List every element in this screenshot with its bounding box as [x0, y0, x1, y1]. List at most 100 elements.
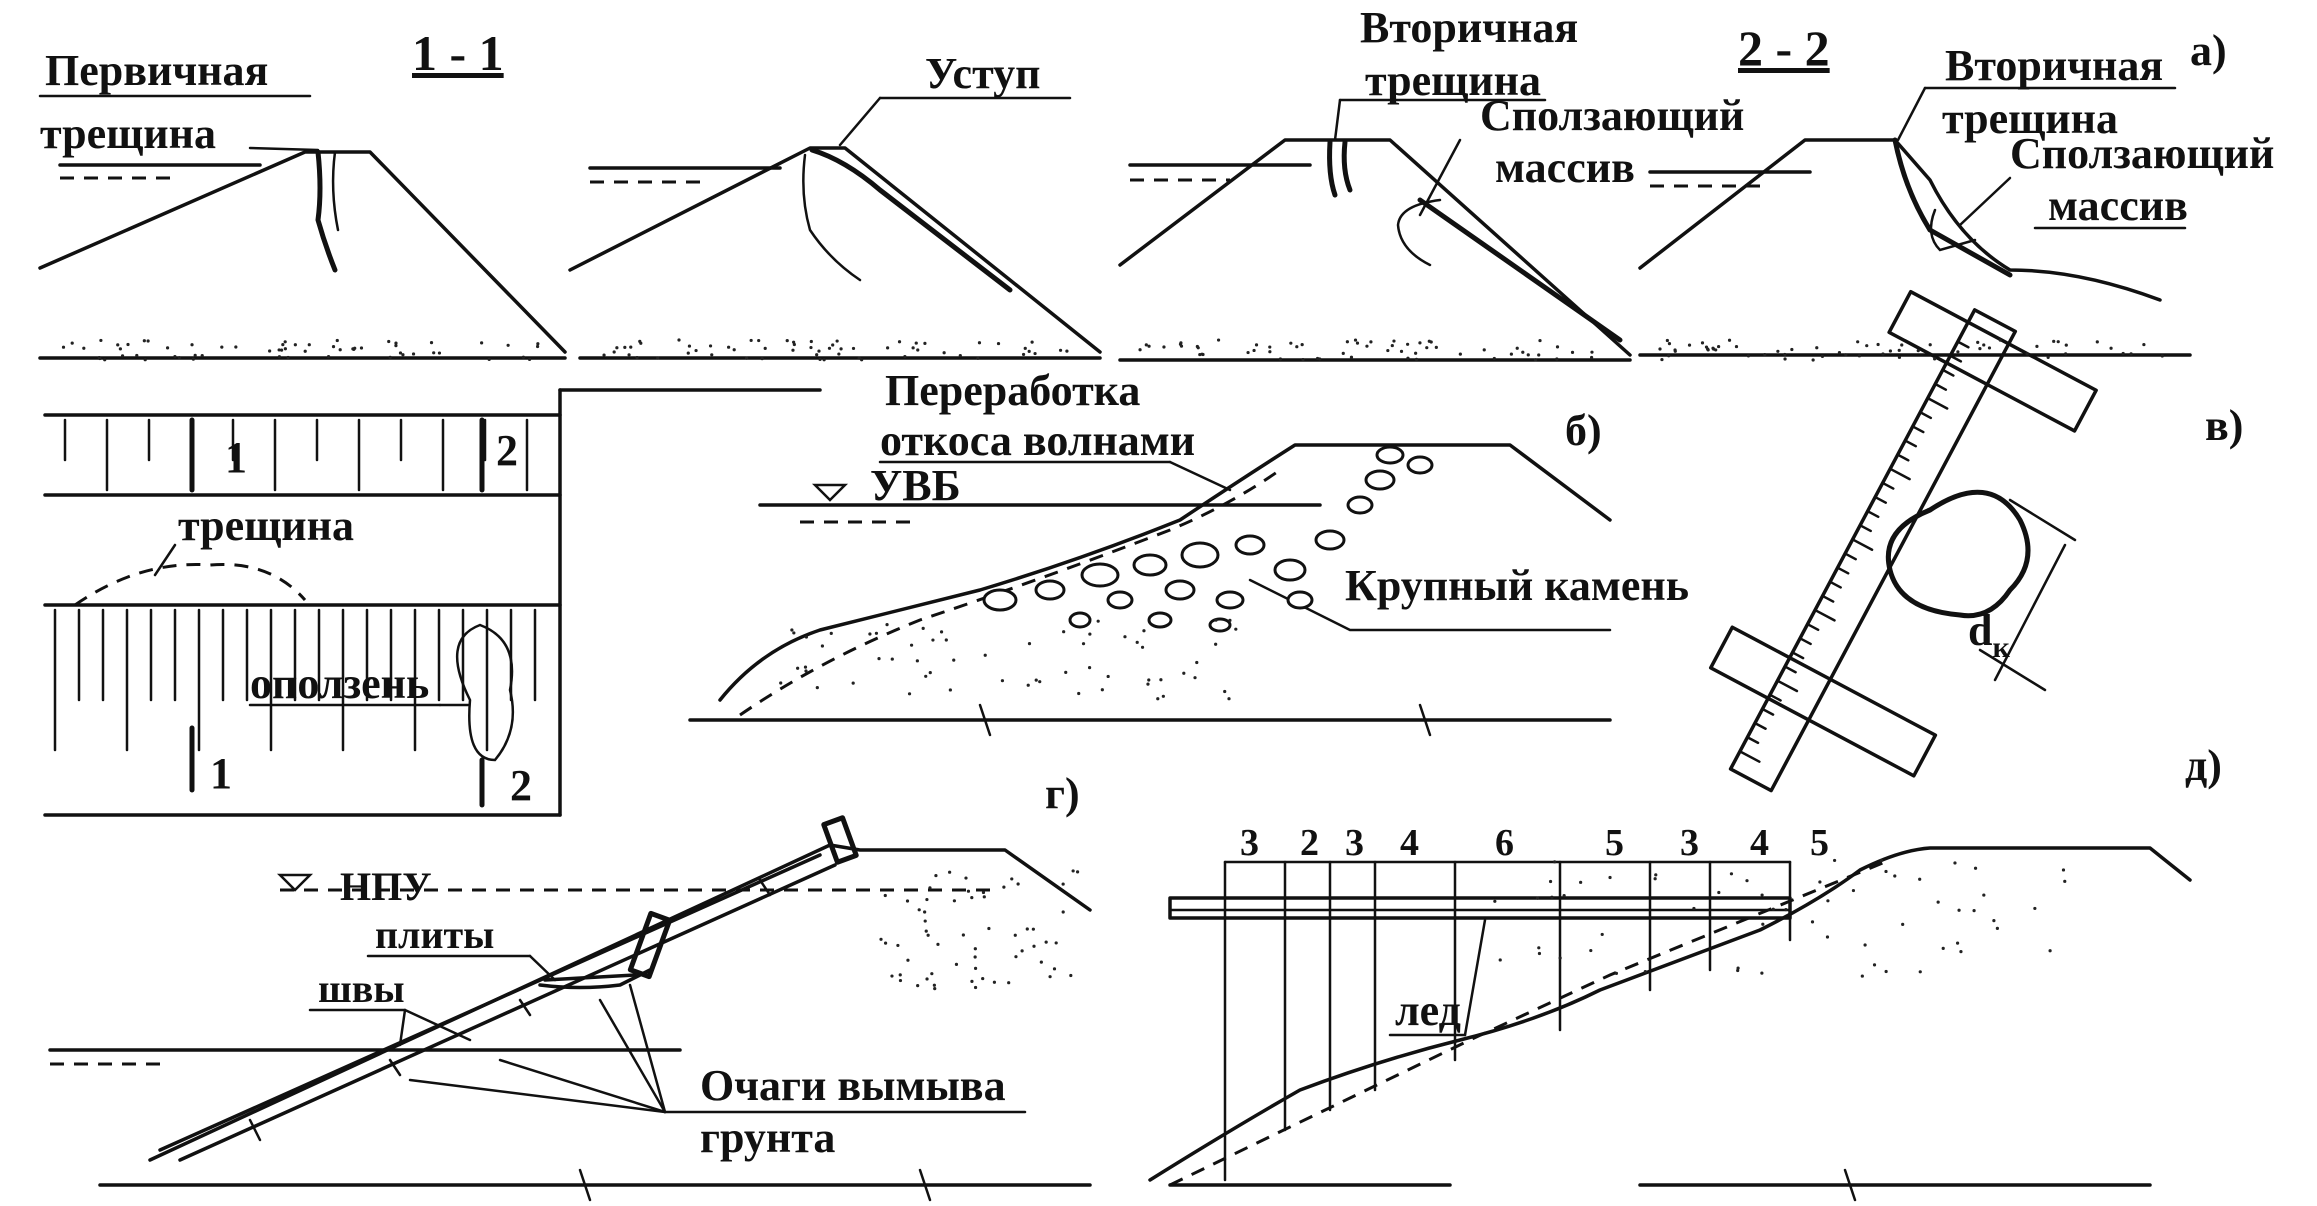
soil-speck: [785, 339, 789, 343]
soil-speck: [1673, 349, 1677, 353]
soil-speck: [1825, 935, 1830, 939]
soil-speck: [1392, 339, 1396, 343]
soil-speck: [1982, 343, 1986, 347]
soil-speck: [1879, 858, 1884, 862]
soil-speck: [1976, 340, 1980, 344]
stone: [1132, 553, 1168, 577]
soil-speck: [983, 653, 987, 657]
caliper-tick: [1783, 665, 1797, 674]
soil-speck: [916, 984, 920, 988]
soil-speck: [1147, 678, 1151, 682]
section-label-1-1: 1 - 1: [412, 25, 504, 81]
soil-speck: [1555, 357, 1559, 361]
soil-speck: [1434, 345, 1438, 350]
panel-g: НПУ плиты швы Очаги вымыва грунта г): [48, 769, 1092, 1202]
soil-speck: [535, 344, 540, 349]
soil-speck: [1959, 950, 1963, 954]
soil-speck: [118, 347, 122, 351]
soil-speck: [903, 354, 907, 359]
soil-speck: [822, 358, 826, 362]
soil-speck: [1268, 350, 1272, 354]
soil-speck: [1553, 860, 1557, 864]
soil-speck: [1014, 955, 1018, 959]
soil-speck: [924, 929, 928, 933]
soil-speck: [925, 897, 929, 902]
soil-speck: [200, 354, 204, 358]
soil-speck: [1214, 618, 1218, 622]
soil-speck: [727, 345, 731, 349]
soil-speck: [1096, 619, 1100, 623]
soil-speck: [1562, 894, 1566, 898]
soil-speck: [749, 338, 753, 343]
soil-speck: [1955, 941, 1960, 945]
ice-number: 4: [1400, 822, 1419, 864]
soil-speck: [98, 356, 102, 361]
soil-speck: [1957, 908, 1961, 912]
soil-speck: [615, 346, 619, 350]
soil-speck: [928, 671, 932, 675]
panel-v: dк в): [1708, 289, 2243, 793]
soil-speck: [359, 346, 364, 350]
soil-speck: [809, 345, 813, 350]
soil-speck: [335, 338, 339, 343]
soil-speck: [1034, 678, 1038, 682]
soil-speck: [177, 356, 181, 360]
soil-speck: [1953, 861, 1957, 865]
stone: [1034, 579, 1066, 601]
soil-speck: [61, 345, 66, 349]
soil-speck: [877, 657, 881, 661]
ice-number: 3: [1345, 822, 1364, 864]
soil-speck: [1106, 674, 1110, 679]
soil-speck: [1349, 355, 1354, 359]
ice-number: 5: [1810, 822, 1829, 864]
soil-speck: [996, 341, 1001, 346]
caliper-tick: [1903, 439, 1918, 448]
wave-reworking-label-1: Переработка: [885, 366, 1140, 415]
soil-speck: [1897, 348, 1901, 352]
soil-speck: [868, 632, 872, 636]
soil-speck: [954, 962, 959, 966]
soil-speck: [1783, 357, 1787, 361]
ice-number: 6: [1495, 822, 1514, 864]
soil-speck: [1087, 665, 1092, 670]
soil-speck: [190, 343, 194, 347]
soil-speck: [909, 643, 914, 647]
soil-speck: [792, 342, 796, 347]
soil-speck: [1992, 919, 1996, 923]
soil-speck: [948, 688, 952, 692]
soil-speck: [146, 339, 150, 343]
stone: [1375, 445, 1405, 465]
stone: [1406, 455, 1434, 475]
soil-speck: [656, 356, 660, 360]
ice-label: лед: [1395, 986, 1461, 1035]
stone: [1180, 541, 1220, 569]
soil-speck: [1526, 353, 1530, 357]
soil-speck: [1761, 922, 1765, 926]
soil-speck: [1061, 910, 1065, 914]
soil-speck: [966, 889, 971, 893]
soil-speck: [429, 341, 434, 345]
soil-speck: [1027, 349, 1031, 353]
soil-speck: [973, 955, 977, 959]
soil-speck: [1278, 357, 1283, 361]
caliper-tick: [1858, 524, 1872, 533]
soil-speck: [1888, 349, 1893, 353]
soil-speck: [976, 356, 980, 360]
soil-speck: [1425, 346, 1429, 350]
soil-speck: [936, 942, 940, 946]
caliper-tick: [1813, 608, 1836, 622]
soil-speck: [973, 947, 977, 951]
caliper-tick: [1776, 679, 1799, 693]
soil-speck: [1860, 974, 1864, 978]
soil-speck: [521, 355, 526, 359]
soil-speck: [981, 890, 986, 895]
soil-speck: [1570, 350, 1575, 354]
soil-speck: [1727, 338, 1732, 342]
soil-speck: [1555, 345, 1560, 349]
soil-speck: [1295, 345, 1299, 349]
soil-speck: [1872, 963, 1877, 967]
soil-speck: [1289, 341, 1293, 345]
soil-speck: [1982, 893, 1986, 897]
soil-speck: [1156, 697, 1160, 701]
soil-speck: [924, 674, 928, 678]
